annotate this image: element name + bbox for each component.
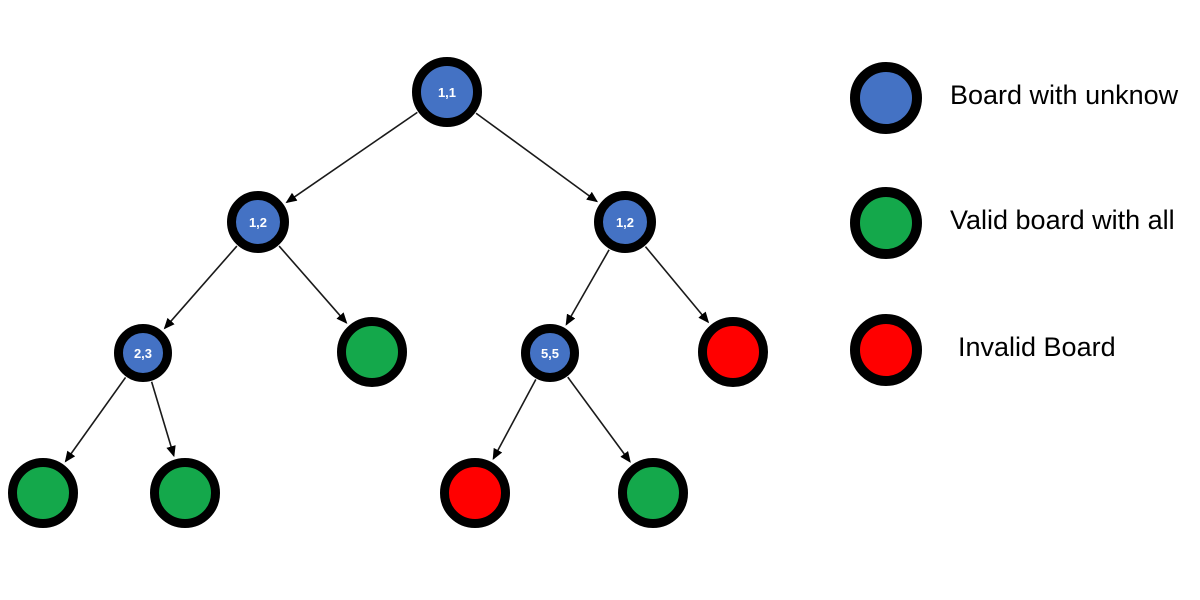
tree-node-label: 1,2 xyxy=(615,214,635,230)
tree-node[interactable]: 1,2 xyxy=(227,191,289,253)
legend-label: Invalid Board xyxy=(958,332,1116,362)
tree-node[interactable]: 1,2 xyxy=(594,191,656,253)
tree-node[interactable] xyxy=(440,458,510,528)
tree-edge xyxy=(567,376,631,463)
tree-node[interactable]: 5,5 xyxy=(521,324,579,382)
tree-edge xyxy=(163,245,238,330)
legend-swatch xyxy=(850,62,922,134)
tree-node-label: 2,3 xyxy=(133,345,153,361)
legend-swatch xyxy=(850,314,922,386)
tree-node-label: 5,5 xyxy=(540,345,560,361)
tree-node[interactable] xyxy=(698,317,768,387)
tree-edge xyxy=(565,249,610,326)
tree-node[interactable] xyxy=(8,458,78,528)
tree-edge xyxy=(278,245,348,324)
tree-node[interactable] xyxy=(337,317,407,387)
tree-edge xyxy=(644,246,710,324)
legend-swatch xyxy=(850,187,922,259)
tree-node-label: 1,2 xyxy=(248,214,268,230)
tree-edge xyxy=(64,376,127,463)
tree-node[interactable] xyxy=(618,458,688,528)
tree-edge xyxy=(150,381,176,458)
tree-edge xyxy=(285,111,418,204)
tree-node[interactable]: 2,3 xyxy=(114,324,172,382)
tree-edge xyxy=(475,112,599,203)
legend-label: Board with unknow xyxy=(950,80,1179,110)
legend-label: Valid board with all xyxy=(950,205,1175,235)
tree-node[interactable]: 1,1 xyxy=(412,57,482,127)
tree-node-label: 1,1 xyxy=(437,84,457,100)
tree-node[interactable] xyxy=(150,458,220,528)
tree-edge xyxy=(492,379,537,461)
